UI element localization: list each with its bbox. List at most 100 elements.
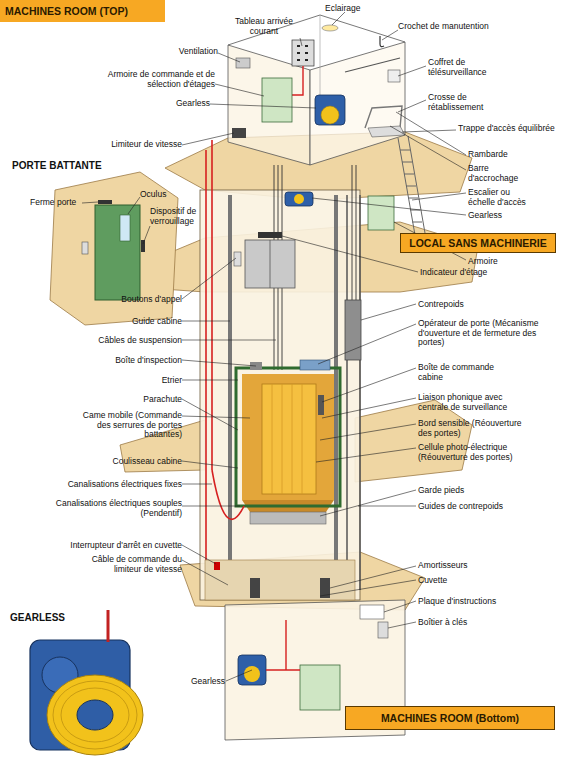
- door-lock: [141, 240, 145, 252]
- landing-door: [245, 240, 295, 288]
- swing-door: [95, 205, 140, 300]
- gearless-pulley: [321, 106, 339, 124]
- section-banner: MACHINES ROOM (TOP): [0, 0, 165, 22]
- part-label: Crosse de rétablissement: [428, 93, 503, 112]
- fixed-wiring: [205, 150, 207, 560]
- banner-text: MACHINES ROOM (TOP): [5, 5, 128, 17]
- anchor-bar: [345, 58, 400, 72]
- banner-text: MACHINES ROOM (Bottom): [381, 712, 519, 724]
- gearless-handle: [107, 610, 110, 642]
- part-label: Armoire: [468, 257, 528, 267]
- control-cabinet: [262, 78, 292, 122]
- part-label: Tableau arrivée courant: [225, 17, 303, 36]
- part-label: Contrepoids: [418, 300, 528, 310]
- shaft: [200, 190, 360, 600]
- part-label: Limiteur de vitesse: [70, 140, 182, 150]
- part-label: Liaison phonique avec centrale de survei…: [418, 393, 530, 412]
- part-label: Barre d'accrochage: [468, 164, 528, 183]
- part-label: Interrupteur d'arrêt en cuvette: [30, 541, 182, 551]
- part-label: Canalisations électriques souples (Pende…: [40, 499, 182, 518]
- part-label: Coulisseau cabine: [62, 457, 182, 467]
- cabin-back: [242, 374, 334, 500]
- part-label: Rambarde: [468, 150, 553, 160]
- door-operator: [300, 360, 330, 370]
- counterweight-rail: [359, 195, 361, 590]
- part-label: Etrier: [62, 376, 182, 386]
- part-label: Opérateur de porte (Mécanisme d'ouvertur…: [418, 319, 558, 348]
- guide-rail: [334, 195, 338, 590]
- gearless-machine: [315, 95, 345, 125]
- banner-text: LOCAL SANS MACHINERIE: [409, 237, 546, 249]
- part-label: Armoire de commande et de sélection d'ét…: [105, 70, 215, 89]
- power-panel-dots: [297, 46, 308, 60]
- room-wall: [310, 42, 405, 165]
- cabin-control: [318, 395, 324, 415]
- guide-rail: [228, 195, 232, 590]
- door-window: [120, 215, 130, 241]
- floor-slab: [355, 400, 472, 482]
- part-label: Gearless: [468, 211, 528, 221]
- part-label: Ventilation: [150, 47, 218, 57]
- ventilation: [236, 58, 250, 68]
- section-banner: MACHINES ROOM (Bottom): [345, 706, 555, 730]
- part-label: Oculus: [140, 190, 180, 200]
- light: [322, 25, 338, 31]
- leader-lines: [82, 12, 466, 681]
- part-label: Boutons d'appel: [62, 295, 182, 305]
- part-label: Guide cabine: [62, 317, 182, 327]
- part-label: Dispositif de verrouillage: [150, 207, 200, 226]
- gearless-pulley: [244, 666, 260, 682]
- part-label: Escalier ou échelle d'accès: [468, 188, 538, 207]
- mrl-gearless: [285, 192, 313, 206]
- part-label: Indicateur d'étage: [420, 268, 530, 278]
- part-label: Eclairage: [325, 4, 375, 14]
- inspection-box: [250, 362, 262, 370]
- section-heading: GEARLESS: [10, 612, 120, 623]
- part-label: Plaque d'instructions: [418, 597, 543, 607]
- part-label: Boîtier à clés: [418, 618, 528, 628]
- cabin-door-lines: [272, 384, 302, 494]
- speed-governor: [232, 128, 246, 138]
- part-label: Gearless: [140, 99, 210, 109]
- call-button: [82, 242, 88, 254]
- part-label: Boîte d'inspection: [62, 356, 182, 366]
- part-label: Câble de commande du limiteur de vitesse: [77, 555, 182, 574]
- part-label: Ferme porte: [30, 198, 85, 208]
- mrl-pulley: [294, 194, 304, 204]
- door-closer: [98, 200, 112, 204]
- key-box: [378, 622, 388, 638]
- cabin-frame: [236, 368, 340, 506]
- landing-door-split: [270, 240, 271, 288]
- control-cabinet: [300, 665, 340, 710]
- part-label: Cellule photo-électrique (Réouverture de…: [418, 443, 536, 462]
- part-label: Boîte de commande cabine: [418, 363, 508, 382]
- part-label: Trappe d'accès équilibrée: [458, 124, 558, 134]
- hook: [380, 36, 384, 47]
- buffer: [250, 578, 260, 598]
- suspension-cable: [352, 165, 353, 300]
- part-label: Canalisations électriques fixes: [30, 480, 182, 490]
- part-label: Câbles de suspension: [62, 336, 182, 346]
- suspension-cable: [356, 165, 357, 300]
- railing: [365, 106, 402, 128]
- section-banner: LOCAL SANS MACHINERIE: [400, 233, 556, 253]
- cabin-door: [262, 384, 316, 494]
- part-label: Garde pieds: [418, 486, 528, 496]
- part-label: Gearless: [150, 677, 225, 687]
- part-label: Cuvette: [418, 576, 528, 586]
- section-heading: PORTE BATTANTE: [12, 160, 142, 171]
- machine-wiring: [266, 620, 300, 670]
- instruction-plate: [360, 605, 384, 619]
- fixed-wiring: [211, 140, 213, 470]
- mrl-cabinet: [368, 196, 394, 230]
- drum-hub: [77, 700, 113, 730]
- part-label: Bord sensible (Réouverture des portes): [418, 419, 530, 438]
- part-label: Crochet de manutention: [398, 22, 516, 32]
- travelling-cable: [212, 470, 244, 519]
- drum-groove: [61, 688, 129, 742]
- floor-indicator: [258, 232, 282, 238]
- toe-guard: [250, 512, 326, 524]
- part-label: Coffret de télésurveillance: [428, 58, 503, 77]
